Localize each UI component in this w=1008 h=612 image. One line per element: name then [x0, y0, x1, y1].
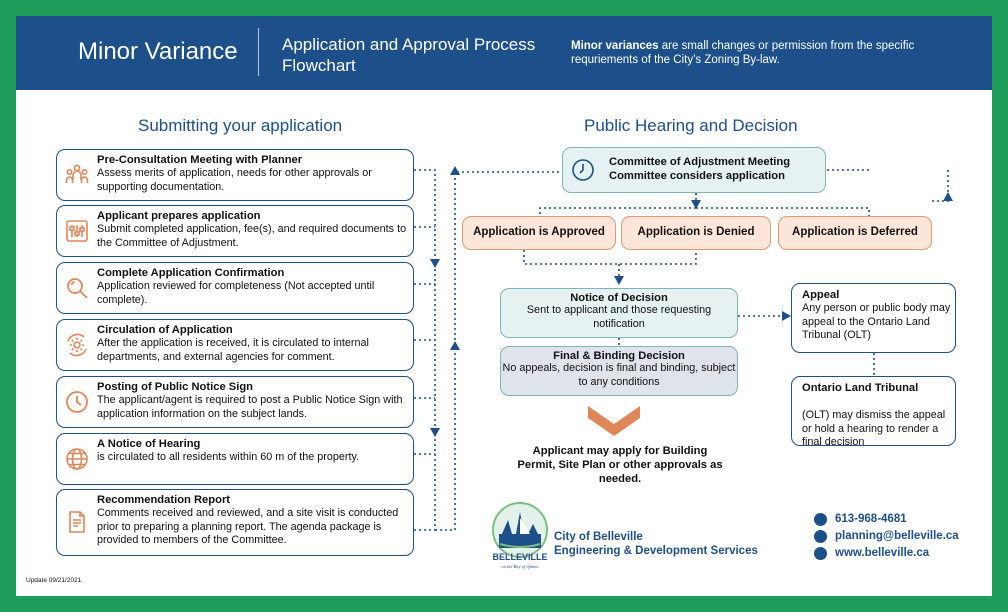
- step-title: Pre-Consultation Meeting with Planner: [97, 154, 303, 166]
- globe-icon: [814, 547, 827, 560]
- step-text: The applicant/agent is required to post …: [97, 394, 403, 420]
- right-section-heading: Public Hearing and Decision: [584, 116, 798, 135]
- deferred-box: Application is Deferred: [778, 216, 932, 250]
- notice-title: Notice of Decision: [570, 292, 668, 304]
- committee-meeting-box: Committee of Adjustment Meeting Committe…: [562, 147, 826, 193]
- gear-cycle-icon: [67, 333, 87, 357]
- step-text: is circulated to all residents within 60…: [97, 451, 360, 463]
- step-prepare-application: Applicant prepares application Submit co…: [56, 205, 414, 257]
- logo-tagline: on the Bay of Quinte: [501, 564, 538, 569]
- step-text: After the application is received, it is…: [97, 337, 369, 363]
- header-divider: [258, 28, 259, 76]
- approved-box: Application is Approved: [462, 216, 616, 250]
- step-circulation: Circulation of Application After the app…: [56, 319, 414, 371]
- committee-title: Committee of Adjustment Meeting: [609, 156, 791, 168]
- step-title: Applicant prepares application: [97, 210, 261, 222]
- report-icon: [69, 511, 85, 533]
- step-text: Assess merits of application, needs for …: [97, 167, 372, 193]
- step-title: Recommendation Report: [97, 494, 231, 506]
- step-title: Posting of Public Notice Sign: [97, 381, 254, 393]
- people-meeting-icon: [65, 164, 89, 183]
- logo-wordmark: BELLEVILLE: [492, 552, 547, 562]
- appeal-title: Appeal: [802, 289, 840, 301]
- website-link[interactable]: www.belleville.ca: [835, 547, 930, 559]
- step-pre-consultation: Pre-Consultation Meeting with Planner As…: [56, 149, 414, 201]
- step-completeness: Complete Application Confirmation Applic…: [56, 262, 414, 314]
- email-icon: [814, 530, 827, 543]
- phone-text: 613-968-4681: [835, 513, 907, 525]
- appeal-box: Appeal Any person or public body may app…: [791, 283, 956, 353]
- globe-icon: [66, 448, 88, 470]
- step-title: A Notice of Hearing: [97, 438, 201, 450]
- step-text: Comments received and reviewed, and a si…: [97, 507, 399, 546]
- left-section-heading: Submitting your application: [138, 116, 343, 135]
- header-description: Minor variances are small changes or per…: [571, 40, 915, 66]
- next-steps-text: Applicant may apply for Building Permit,…: [517, 445, 723, 485]
- step-text: Submit completed application, fee(s), an…: [97, 223, 407, 249]
- flow-connectors: [414, 166, 953, 531]
- phone-icon: [814, 513, 827, 526]
- step-notice-sign: Posting of Public Notice Sign The applic…: [56, 376, 414, 428]
- clock-icon: [572, 159, 594, 181]
- olt-text: (OLT) may dismiss the appeal or hold a h…: [802, 409, 946, 448]
- magnifier-icon: [67, 278, 88, 299]
- org-department: Engineering & Development Services: [554, 545, 758, 557]
- notice-text: Sent to applicant and those requesting n…: [526, 304, 712, 330]
- committee-subtitle: Committee considers application: [609, 170, 785, 182]
- city-logo: BELLEVILLE on the Bay of Quinte: [492, 502, 548, 569]
- final-decision-box: Final & Binding Decision No appeals, dec…: [500, 346, 738, 396]
- chevron-down-icon: [588, 406, 640, 436]
- sliders-icon: [66, 220, 88, 242]
- update-date: Update 09/21/2021: [26, 577, 82, 584]
- olt-box: Ontario Land Tribunal (OLT) may dismiss …: [791, 376, 956, 448]
- step-title: Circulation of Application: [97, 324, 233, 336]
- page-title: Minor Variance: [78, 38, 238, 65]
- final-title: Final & Binding Decision: [553, 350, 685, 362]
- olt-title: Ontario Land Tribunal: [802, 382, 919, 394]
- clock-icon: [66, 391, 88, 413]
- flowchart-card: Minor Variance Application and Approval …: [16, 16, 992, 596]
- page-subtitle: Application and Approval Process Flowcha…: [282, 35, 536, 75]
- step-title: Complete Application Confirmation: [97, 267, 285, 279]
- appeal-text: Any person or public body may appeal to …: [802, 302, 951, 341]
- denied-box: Application is Denied: [621, 216, 771, 250]
- org-name: City of Belleville: [554, 531, 643, 543]
- notice-of-decision-box: Notice of Decision Sent to applicant and…: [500, 288, 738, 338]
- step-recommendation-report: Recommendation Report Comments received …: [56, 489, 414, 556]
- step-text: Application reviewed for completeness (N…: [97, 280, 375, 306]
- header-banner: Minor Variance Application and Approval …: [16, 16, 992, 90]
- step-notice-hearing: A Notice of Hearing is circulated to all…: [56, 433, 414, 485]
- final-text: No appeals, decision is final and bindin…: [502, 362, 736, 388]
- email-link[interactable]: planning@belleville.ca: [835, 530, 959, 542]
